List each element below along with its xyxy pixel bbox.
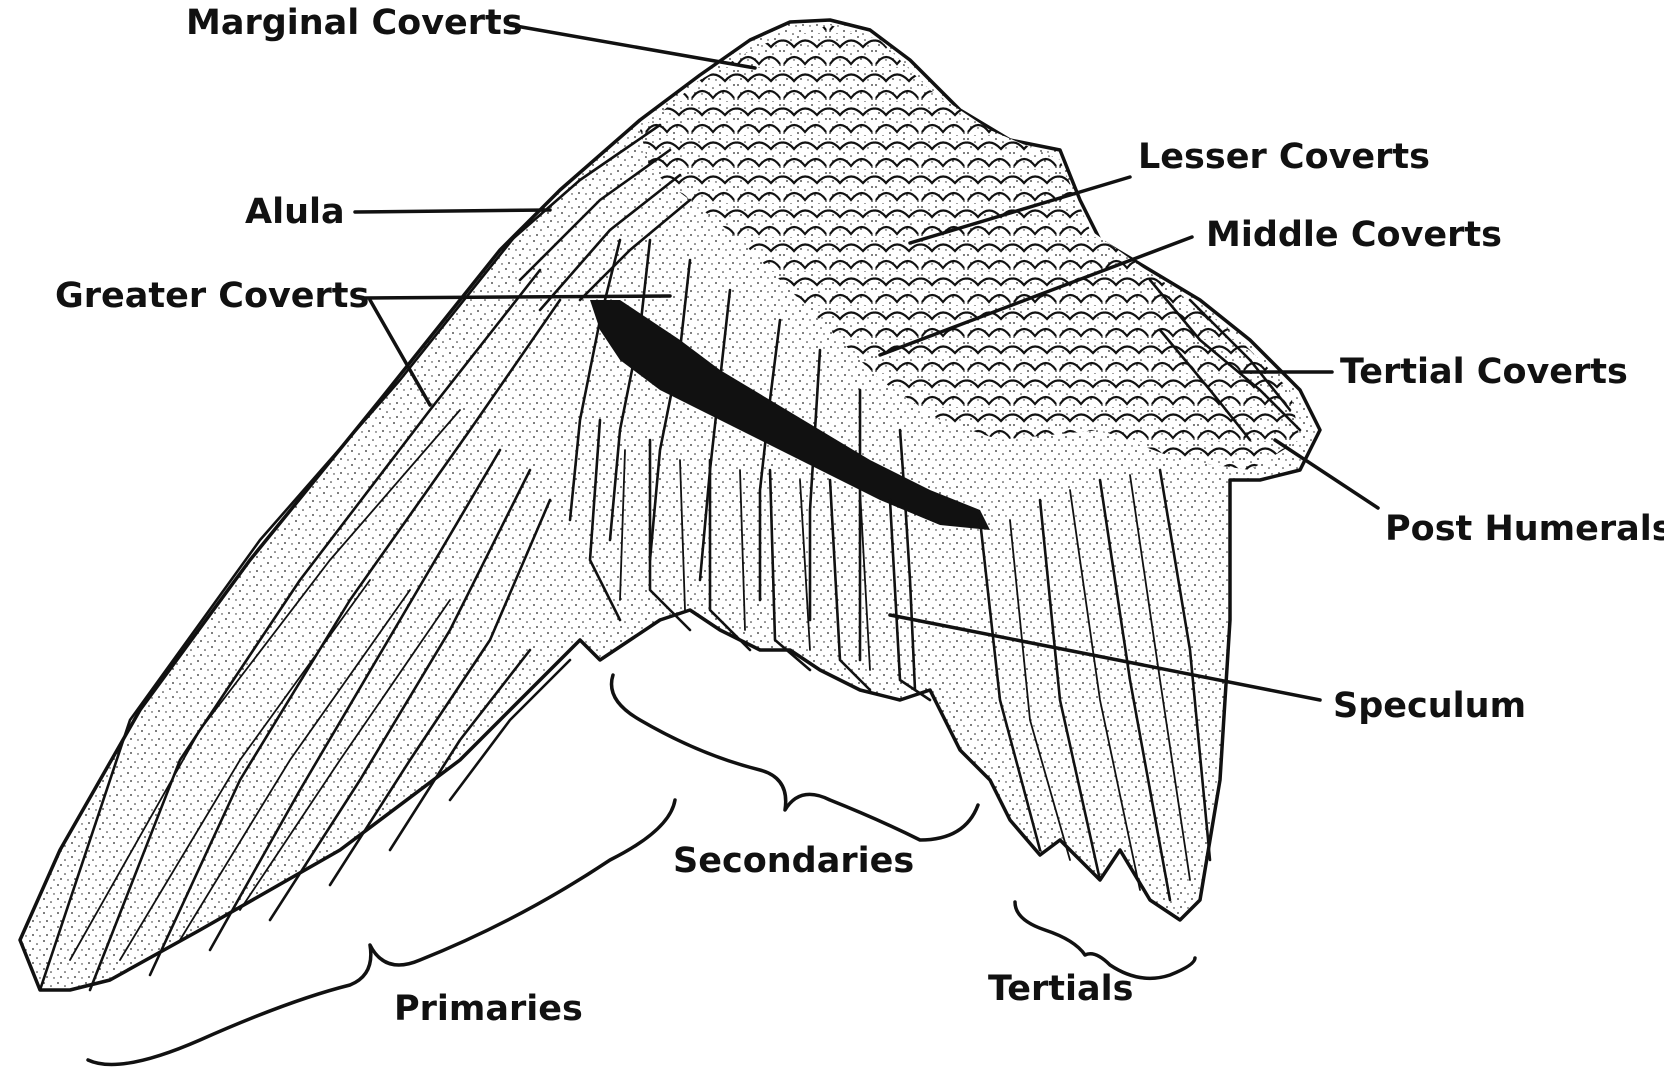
label-middle-coverts: Middle Coverts (1206, 215, 1502, 255)
label-secondaries: Secondaries (673, 841, 914, 881)
leader-alula (355, 210, 550, 212)
leader-marginal-coverts (510, 25, 755, 68)
label-post-humerals: Post Humerals (1385, 509, 1664, 549)
label-greater-coverts: Greater Coverts (55, 276, 369, 316)
label-marginal-coverts: Marginal Coverts (186, 3, 523, 43)
label-tertials: Tertials (988, 969, 1133, 1009)
label-primaries: Primaries (394, 989, 583, 1029)
label-lesser-coverts: Lesser Coverts (1138, 137, 1430, 177)
label-tertial-coverts: Tertial Coverts (1340, 352, 1628, 392)
label-speculum: Speculum (1333, 686, 1526, 726)
brace-secondaries (612, 675, 978, 840)
leader-greater-coverts (365, 296, 670, 298)
label-alula: Alula (245, 192, 345, 232)
